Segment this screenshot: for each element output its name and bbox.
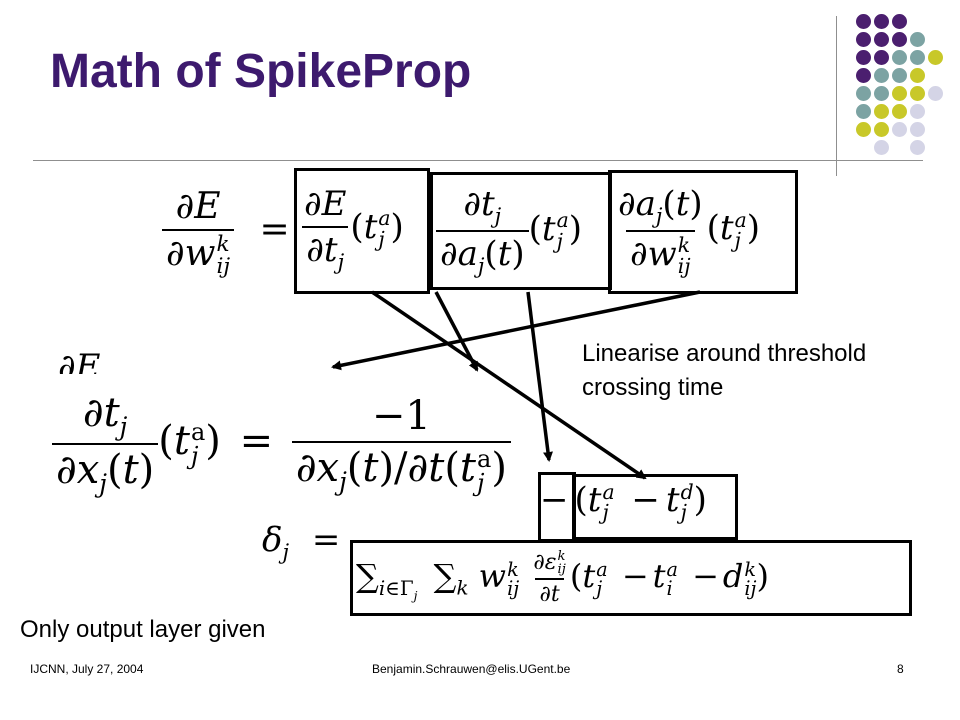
dot	[892, 122, 907, 137]
arrow	[331, 290, 701, 371]
dot	[874, 68, 889, 83]
dot	[856, 14, 871, 29]
page-number: 8	[897, 662, 904, 676]
slide-title: Math of SpikeProp	[50, 45, 472, 98]
highlight-box-error	[572, 474, 738, 540]
highlight-box-da-dw	[608, 170, 798, 294]
dot	[856, 122, 871, 137]
dot	[874, 140, 889, 155]
dot	[910, 68, 925, 83]
dot	[928, 86, 943, 101]
dot	[856, 68, 871, 83]
footer-date: IJCNN, July 27, 2004	[30, 662, 144, 676]
linearise-note: Linearise around threshold crossing time	[582, 340, 867, 401]
dot	[910, 32, 925, 47]
dot	[892, 50, 907, 65]
dot	[856, 86, 871, 101]
dot	[874, 122, 889, 137]
equation-delta-lhs: δj =	[262, 520, 341, 564]
dot	[910, 140, 925, 155]
dot	[892, 68, 907, 83]
dot	[892, 32, 907, 47]
dot	[874, 32, 889, 47]
dot	[856, 32, 871, 47]
output-layer-note: Only output layer given	[20, 616, 266, 643]
corner-divider	[836, 16, 837, 176]
arrow	[526, 291, 553, 462]
occluded-fragment: ∂E	[58, 350, 101, 374]
dot	[874, 104, 889, 119]
arrow	[371, 290, 647, 480]
dot	[892, 86, 907, 101]
footer-email: Benjamin.Schrauwen@elis.UGent.be	[372, 662, 571, 676]
dot	[874, 86, 889, 101]
dot	[856, 104, 871, 119]
dot	[874, 14, 889, 29]
dot	[910, 122, 925, 137]
dot	[856, 50, 871, 65]
title-divider	[33, 160, 923, 161]
highlight-box-dE-dt	[294, 168, 430, 294]
dot	[928, 50, 943, 65]
highlight-box-denominator	[350, 540, 912, 616]
dot	[910, 104, 925, 119]
dot	[892, 104, 907, 119]
dot	[874, 50, 889, 65]
dot	[910, 86, 925, 101]
dot	[910, 50, 925, 65]
dot	[892, 14, 907, 29]
